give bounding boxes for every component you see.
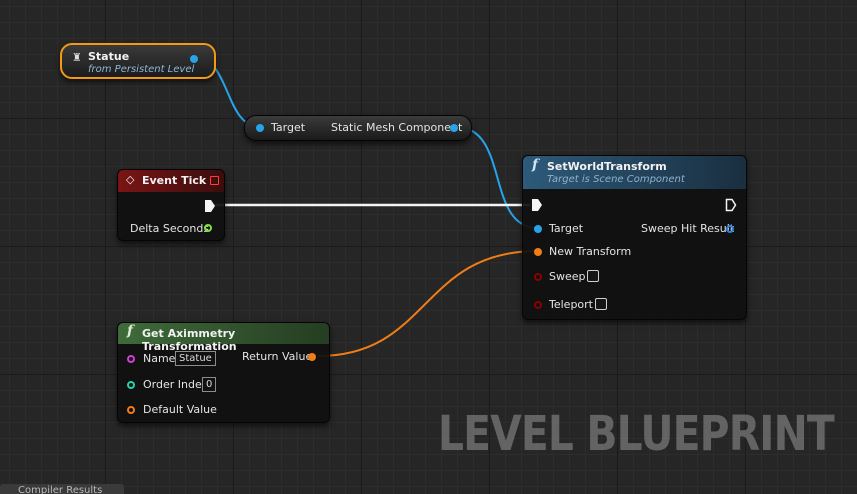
swt-teleport-pin[interactable] (534, 301, 542, 309)
name-value-field[interactable]: Statue (175, 351, 216, 366)
mesh-target-label: Target (271, 121, 306, 134)
set-world-transform-title: SetWorldTransform (547, 160, 667, 173)
swt-teleport-label: Teleport (549, 298, 593, 311)
default-value-label: Default Value (143, 403, 217, 416)
get-aximmetry-title: Get Aximmetry Transformation (142, 327, 237, 353)
event-tick-header: ◇ Event Tick (118, 170, 224, 192)
statue-title: Statue (88, 50, 130, 63)
swt-teleport-checkbox[interactable] (595, 298, 607, 310)
mesh-output-label: Static Mesh Component (331, 121, 463, 134)
wire-mesh-to-settransform (455, 126, 539, 229)
statue-node[interactable]: ♜ Statue from Persistent Level (60, 43, 216, 79)
get-aximmetry-node[interactable]: f Get Aximmetry Transformation Name Stat… (117, 322, 330, 423)
swt-sweep-pin[interactable] (534, 273, 542, 281)
compiler-results-tab[interactable]: Compiler Results (0, 484, 124, 494)
event-tick-exec-out-pin[interactable] (204, 199, 216, 213)
swt-new-transform-label: New Transform (549, 245, 632, 258)
mesh-target-pin[interactable] (256, 124, 264, 132)
set-world-transform-subtitle: Target is Scene Component (547, 174, 685, 185)
get-aximmetry-header: f Get Aximmetry Transformation (118, 323, 329, 353)
set-world-transform-node[interactable]: f SetWorldTransform Target is Scene Comp… (522, 155, 747, 320)
delta-seconds-pin[interactable] (204, 224, 212, 232)
name-label: Name (143, 352, 176, 365)
swt-sweep-checkbox[interactable] (587, 270, 599, 282)
event-diamond-icon: ◇ (126, 173, 135, 186)
delta-seconds-label: Delta Seconds (130, 222, 210, 235)
swt-sweep-hit-pin[interactable] (726, 225, 734, 233)
mesh-component-node[interactable]: Target Static Mesh Component (244, 115, 472, 141)
swt-sweep-hit-label: Sweep Hit Result (641, 222, 735, 235)
event-tick-node[interactable]: ◇ Event Tick Delta Seconds (117, 169, 225, 241)
actor-icon: ♜ (72, 51, 82, 64)
return-value-pin[interactable] (308, 353, 316, 361)
wire-return-to-newtransform (317, 250, 539, 357)
swt-exec-in-pin[interactable] (531, 198, 543, 212)
event-tick-title: Event Tick (142, 174, 207, 187)
statue-output-pin[interactable] (190, 55, 198, 63)
swt-exec-out-pin[interactable] (725, 198, 737, 212)
set-world-transform-header: f SetWorldTransform Target is Scene Comp… (523, 156, 746, 189)
swt-target-pin[interactable] (534, 225, 542, 233)
name-pin[interactable] (127, 355, 135, 363)
mesh-output-pin[interactable] (450, 124, 458, 132)
default-value-pin[interactable] (127, 406, 135, 414)
delegate-square-icon (210, 176, 219, 185)
swt-new-transform-pin[interactable] (534, 248, 542, 256)
order-index-field[interactable]: 0 (202, 377, 217, 392)
order-index-label: Order Index (143, 378, 209, 391)
swt-target-label: Target (549, 222, 584, 235)
compiler-results-label: Compiler Results (18, 485, 103, 494)
function-f-icon: f (127, 323, 134, 339)
order-index-pin[interactable] (127, 381, 135, 389)
level-blueprint-watermark: LEVEL BLUEPRINT (438, 406, 835, 462)
function-f-icon: f (532, 157, 539, 173)
return-value-label: Return Value (242, 350, 313, 363)
statue-subtitle: from Persistent Level (88, 64, 195, 75)
swt-sweep-label: Sweep (549, 270, 586, 283)
